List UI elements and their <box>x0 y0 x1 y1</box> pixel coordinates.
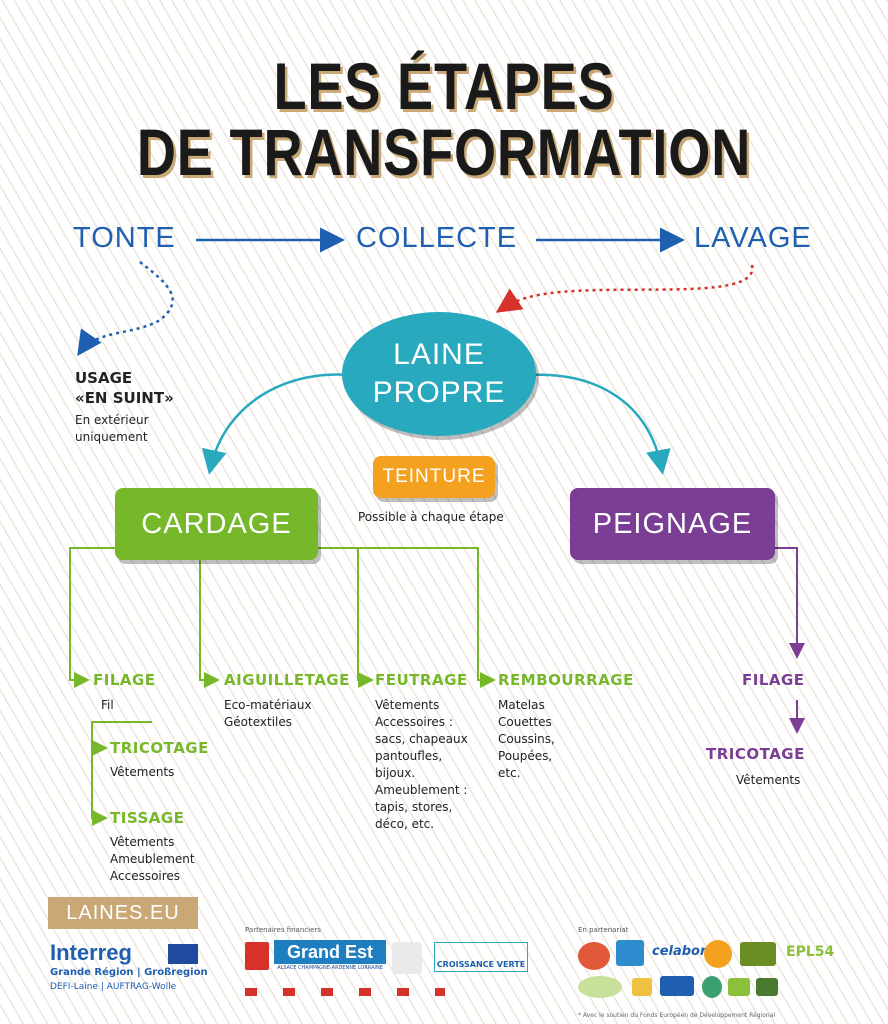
branch-filage: FILAGE <box>93 671 156 689</box>
partner-logo-icon <box>632 978 652 996</box>
grand-est-logo: Grand Est <box>274 940 386 964</box>
tissage-items: Vêtements Ameublement Accessoires <box>110 834 195 885</box>
tricotage-item: Vêtements <box>110 765 175 779</box>
rembourrage-item: Poupées, <box>498 749 553 763</box>
branch-rembourrage: REMBOURRAGE <box>498 671 634 689</box>
branch-aiguilletage: AIGUILLETAGE <box>224 671 350 689</box>
feutrage-item: Accessoires : <box>375 715 453 729</box>
feutrage-items: Vêtements Accessoires : sacs, chapeaux p… <box>375 697 468 833</box>
usage-note: En extérieur uniquement <box>75 412 149 446</box>
peignage-node: PEIGNAGE <box>570 488 775 560</box>
partner-logo-icon <box>578 942 610 970</box>
step-lavage: LAVAGE <box>694 222 812 254</box>
title-line-1: LES ÉTAPES <box>273 49 615 123</box>
laine-propre-node: LAINE PROPRE <box>342 312 536 436</box>
aiguilletage-items: Eco-matériaux Géotextiles <box>224 697 312 731</box>
feutrage-item: Ameublement : <box>375 783 468 797</box>
feutrage-item: tapis, stores, <box>375 800 453 814</box>
celabor-logo: celabor <box>652 944 707 959</box>
usage-title: USAGE «EN SUINT» <box>75 368 174 408</box>
rembourrage-item: etc. <box>498 766 521 780</box>
feutrage-item: sacs, chapeaux <box>375 732 468 746</box>
step-collecte: COLLECTE <box>356 222 518 254</box>
peignage-tricotage: TRICOTAGE <box>706 745 805 763</box>
peignage-filage: FILAGE <box>742 671 805 689</box>
grand-est-sub: ALSACE CHAMPAGNE-ARDENNE LORRAINE <box>277 965 383 971</box>
partner-crests-row <box>245 988 445 996</box>
filage-item: Fil <box>101 698 114 712</box>
arrow-laine-cardage <box>201 373 351 475</box>
usage-line-1: USAGE <box>75 369 133 387</box>
usage-note-1: En extérieur <box>75 413 149 427</box>
branch-tissage: TISSAGE <box>110 809 185 827</box>
title-line-2: DE TRANSFORMATION <box>136 115 752 189</box>
partner-logo-icon <box>704 940 732 968</box>
interreg-sub: Grande Région | Großregion <box>50 967 208 978</box>
rembourrage-item: Matelas <box>498 698 545 712</box>
peignage-tricotage-item: Vêtements <box>736 773 801 787</box>
branch-tricotage: TRICOTAGE <box>110 739 209 757</box>
usage-note-2: uniquement <box>75 430 148 444</box>
arrow-laine-peignage <box>529 373 671 475</box>
aiguilletage-item: Géotextiles <box>224 715 293 729</box>
laines-eu-logo: LAINES.EU <box>48 897 198 929</box>
feutrage-item: bijoux. <box>375 766 416 780</box>
rembourrage-item: Couettes <box>498 715 552 729</box>
rembourrage-item: Coussins, <box>498 732 555 746</box>
partners-fin-label: Partenaires financiers <box>245 926 321 934</box>
partner-logo-icon <box>616 940 644 966</box>
laine-line-2: PROPRE <box>372 376 506 409</box>
eu-flag-icon <box>168 944 198 964</box>
partner-logo-icon <box>660 976 694 996</box>
croissance-verte-logo: CROISSANCE VERTE <box>434 942 528 972</box>
tissage-item: Ameublement <box>110 852 195 866</box>
branch-feutrage: FEUTRAGE <box>375 671 468 689</box>
republique-logo-icon <box>392 942 422 974</box>
feutrage-item: déco, etc. <box>375 817 435 831</box>
feder-note: * Avec le soutien du Fonds Européen de D… <box>578 1012 776 1019</box>
partner-logo-icon <box>702 976 722 998</box>
arrow-tonte-usage <box>77 261 174 357</box>
cardage-node: CARDAGE <box>115 488 318 560</box>
tissage-item: Vêtements <box>110 835 175 849</box>
partner-logo-icon <box>728 978 750 996</box>
feutrage-item: pantoufles, <box>375 749 443 763</box>
teinture-note: Possible à chaque étape <box>358 510 504 524</box>
tissage-item: Accessoires <box>110 869 181 883</box>
partner-logo-icon <box>578 976 622 998</box>
rembourrage-items: Matelas Couettes Coussins, Poupées, etc. <box>498 697 555 782</box>
defi-laine: DEFI-Laine | AUFTRAG-Wolle <box>50 982 177 992</box>
aiguilletage-item: Eco-matériaux <box>224 698 312 712</box>
arrow-lavage-laine <box>495 264 754 313</box>
partner-logo-icon <box>756 978 778 996</box>
teinture-node: TEINTURE <box>373 456 495 498</box>
coat-of-arms-icon <box>245 942 269 970</box>
feutrage-item: Vêtements <box>375 698 440 712</box>
laine-line-1: LAINE <box>393 338 485 371</box>
interreg-logo: Interreg <box>50 940 132 965</box>
partner-logo-icon <box>740 942 776 966</box>
usage-line-2: «EN SUINT» <box>75 389 174 407</box>
step-tonte: TONTE <box>73 222 176 254</box>
en-partenariat-label: En partenariat <box>578 926 629 934</box>
epl54-logo: EPL54 <box>786 944 835 960</box>
